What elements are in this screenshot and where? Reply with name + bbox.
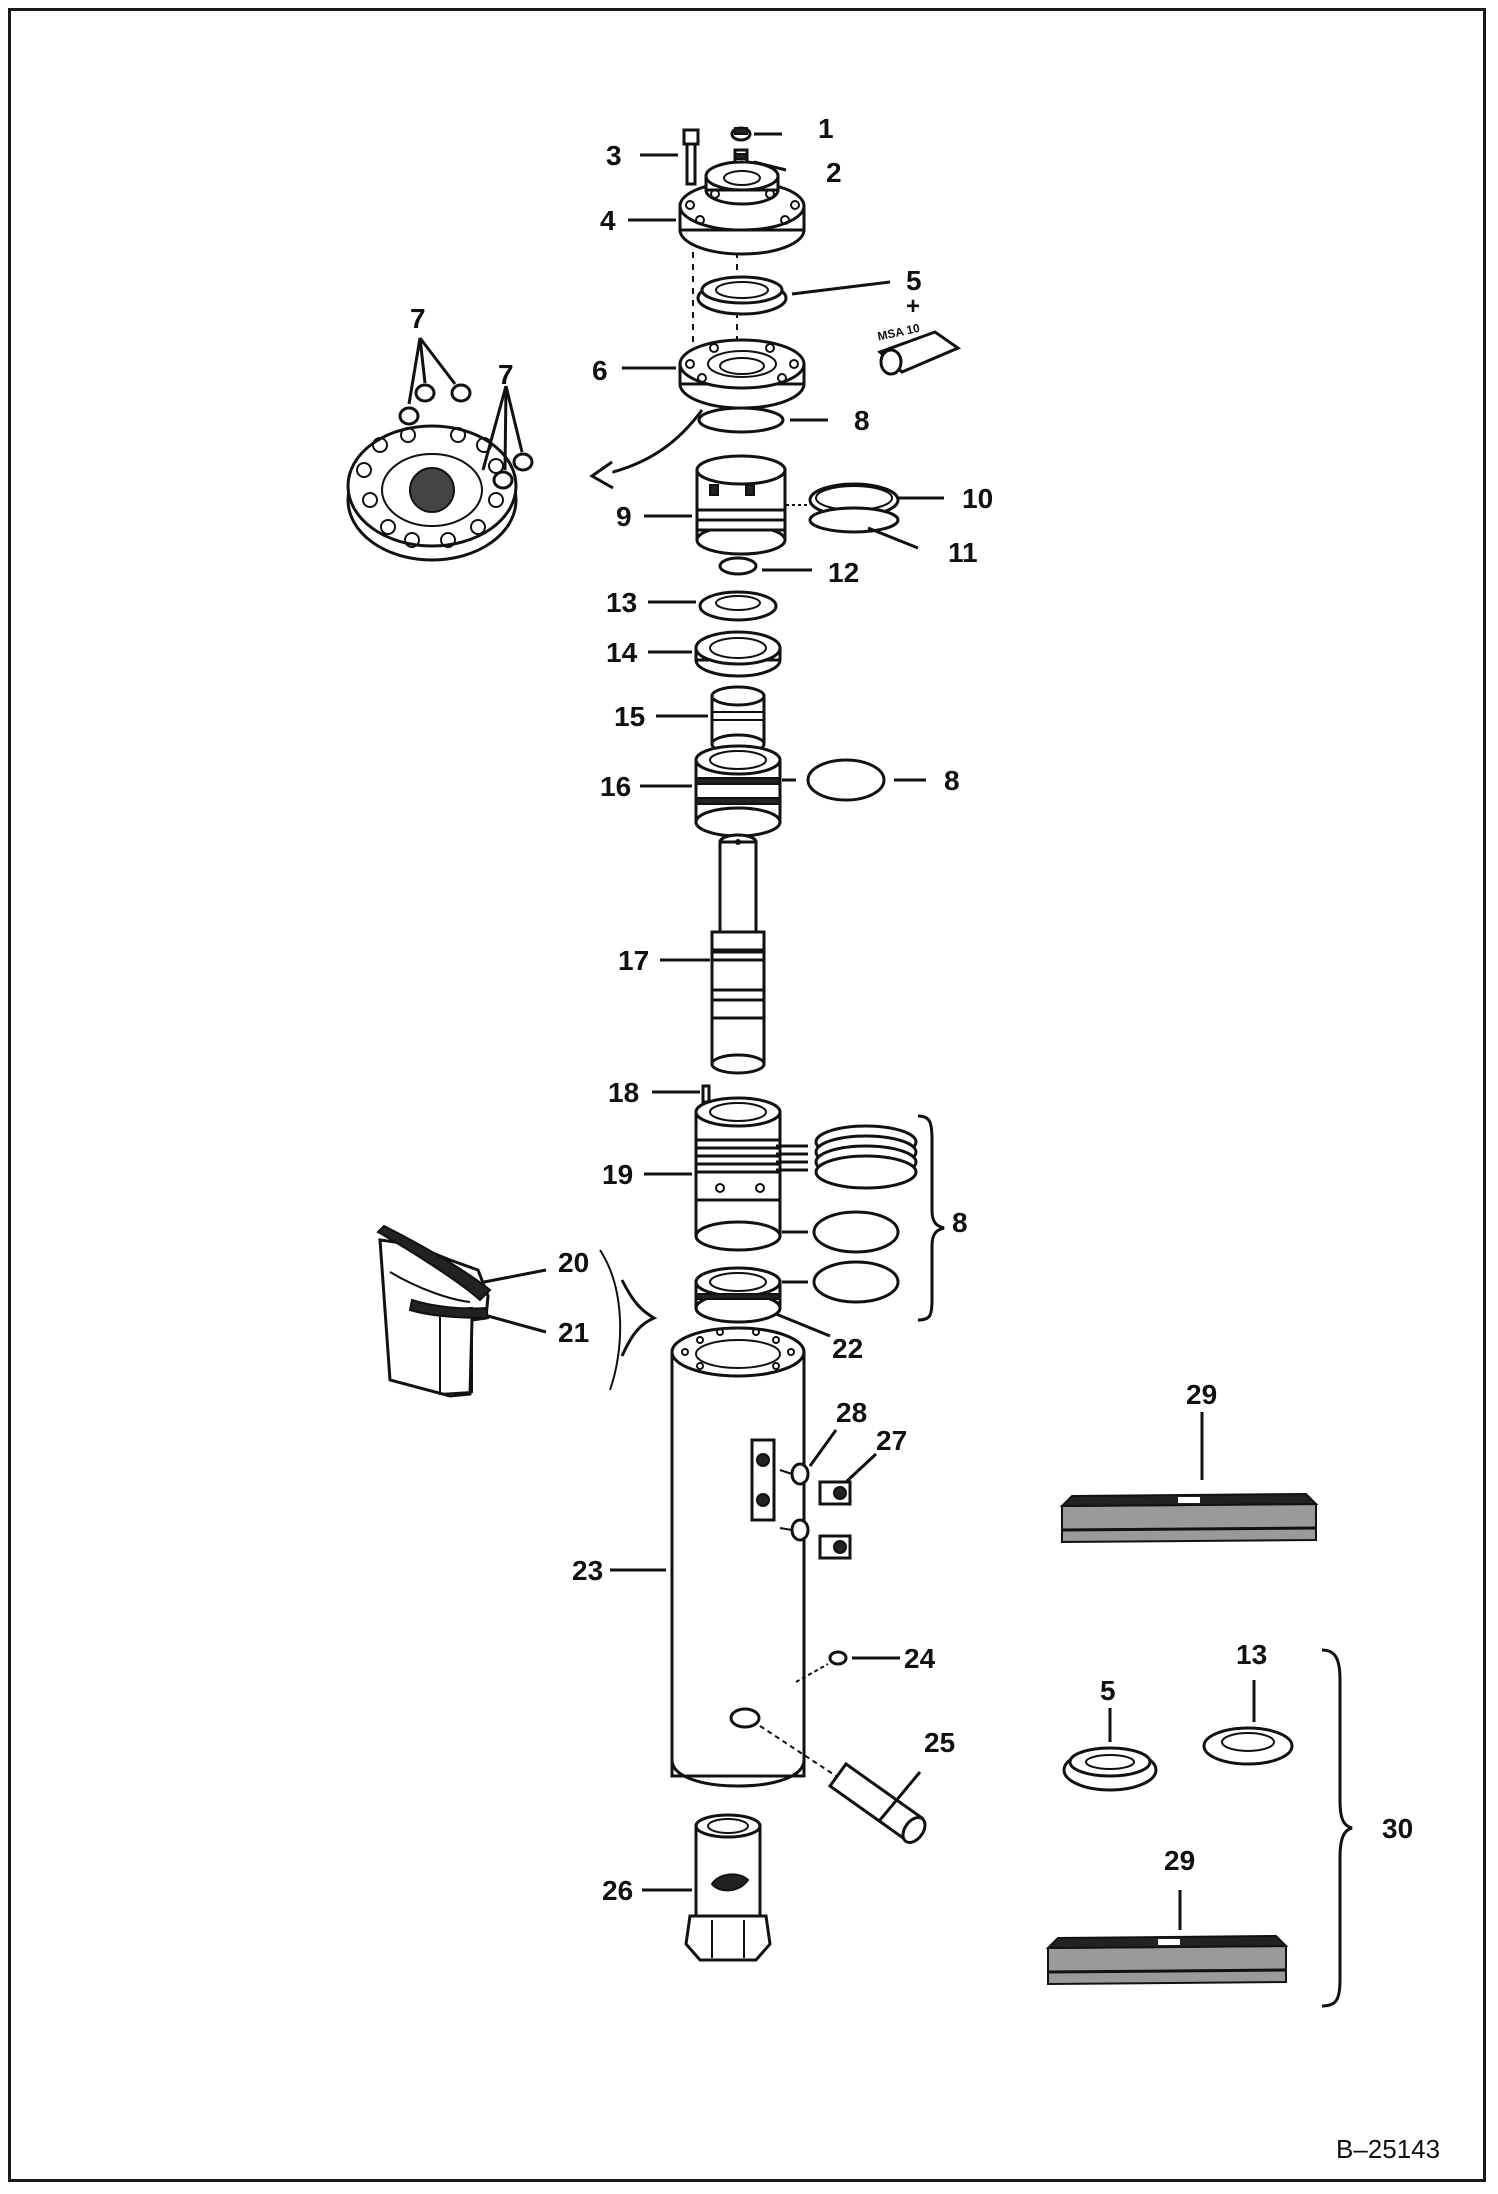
leader-21	[487, 1314, 547, 1334]
part-29-pad-bottom	[1045, 1934, 1289, 1986]
part-18-pin	[701, 1084, 711, 1104]
part-8-o-ring-top	[697, 406, 785, 434]
label-26: 26	[602, 1875, 633, 1906]
label-9: 9	[616, 501, 632, 532]
part-29-pad-top	[1059, 1492, 1319, 1544]
label-14: 14	[606, 637, 638, 668]
label-7a: 7	[410, 303, 426, 334]
kit-part-5-seal-cup	[1062, 1746, 1158, 1792]
part-4-top-cap	[678, 160, 806, 256]
leader-20	[483, 1268, 547, 1284]
part-8-o-ring-bottom	[812, 1260, 900, 1304]
part-6-flange	[678, 338, 806, 410]
label-25: 25	[924, 1727, 955, 1758]
part-22-seal-housing	[694, 1266, 782, 1324]
part-25-pin	[759, 1725, 927, 1845]
detail-bracket-right	[620, 1279, 658, 1357]
label-28: 28	[836, 1397, 867, 1428]
leader-7b-2	[503, 385, 508, 471]
brace-8	[917, 1114, 945, 1322]
leader-28	[808, 1429, 838, 1467]
label-27: 27	[876, 1425, 907, 1456]
label-30: 30	[1382, 1813, 1413, 1844]
label-22: 22	[832, 1333, 863, 1364]
label-12: 12	[828, 557, 859, 588]
label-24: 24	[904, 1643, 936, 1674]
part-28-o-rings	[790, 1462, 810, 1542]
leader-7a-1	[407, 337, 422, 405]
part-8-o-ring-mid	[806, 758, 886, 802]
label-8b: 8	[944, 765, 960, 796]
label-3: 3	[606, 140, 622, 171]
label-17: 17	[618, 945, 649, 976]
part-27-fittings	[818, 1480, 852, 1560]
label-5: 5	[906, 265, 922, 296]
label-29a: 29	[1186, 1379, 1217, 1410]
label-13: 13	[606, 587, 637, 618]
detail-arrow-head	[589, 460, 614, 490]
label-10: 10	[962, 483, 993, 514]
part-7-o-rings	[398, 383, 534, 490]
leader-2	[753, 160, 787, 172]
label-21: 21	[558, 1317, 589, 1348]
label-23: 23	[572, 1555, 603, 1586]
seal-section-detail	[376, 1224, 492, 1398]
part-9-valve	[695, 454, 787, 556]
leader-27	[844, 1452, 878, 1484]
detail-bracket-left-arc	[599, 1249, 622, 1391]
part-8-o-ring-lower	[812, 1210, 900, 1254]
part-6-detail-view	[346, 424, 518, 562]
label-19: 19	[602, 1159, 633, 1190]
plus-sign: +	[906, 293, 920, 320]
label-13b: 13	[1236, 1639, 1267, 1670]
part-5-seal-cup	[696, 275, 788, 316]
part-1-cap	[730, 126, 752, 142]
label-15: 15	[614, 701, 645, 732]
dash-28-a	[779, 1469, 793, 1475]
part-17-piston	[710, 833, 766, 1075]
part-15-sleeve	[710, 685, 766, 755]
part-16-seal-housing	[694, 744, 782, 838]
label-1: 1	[818, 113, 834, 144]
dash-28-b	[779, 1527, 793, 1531]
leader-5	[791, 280, 891, 296]
label-20: 20	[558, 1247, 589, 1278]
leader-7b-3	[504, 385, 524, 453]
part-14-bushing	[694, 630, 782, 678]
label-8a: 8	[854, 405, 870, 436]
label-5b: 5	[1100, 1675, 1116, 1706]
leader-25	[878, 1771, 922, 1821]
part-24-plug	[795, 1650, 848, 1683]
part-11-ring	[808, 506, 900, 534]
document-id: B–25143	[1336, 2134, 1440, 2164]
leader-7a-3	[418, 337, 457, 385]
label-2: 2	[826, 157, 842, 188]
leader-22	[775, 1312, 831, 1338]
part-13-seal	[698, 590, 778, 622]
brace-30	[1321, 1648, 1353, 2008]
msa-10-grease-tube: MSA 10	[876, 321, 962, 376]
label-6: 6	[592, 355, 608, 386]
part-23-cylinder	[670, 1326, 806, 1788]
part-8-ring-stack	[814, 1124, 918, 1190]
part-3-bolt	[682, 128, 700, 186]
label-18: 18	[608, 1077, 639, 1108]
label-8c: 8	[952, 1207, 968, 1238]
label-4: 4	[600, 205, 616, 236]
leader-11	[867, 526, 919, 550]
kit-part-13-seal	[1202, 1726, 1294, 1766]
part-12-o-ring	[718, 556, 758, 576]
leader-7a-2	[418, 337, 427, 384]
label-16: 16	[600, 771, 631, 802]
leader-7b-1	[481, 385, 508, 471]
part-26-bushing	[684, 1813, 772, 1962]
diagram-frame	[8, 8, 1486, 2182]
detail-arrow	[599, 409, 704, 477]
label-7b: 7	[498, 359, 514, 390]
label-11: 11	[948, 537, 978, 568]
label-29b: 29	[1164, 1845, 1195, 1876]
part-19-seal-carrier	[694, 1096, 782, 1252]
